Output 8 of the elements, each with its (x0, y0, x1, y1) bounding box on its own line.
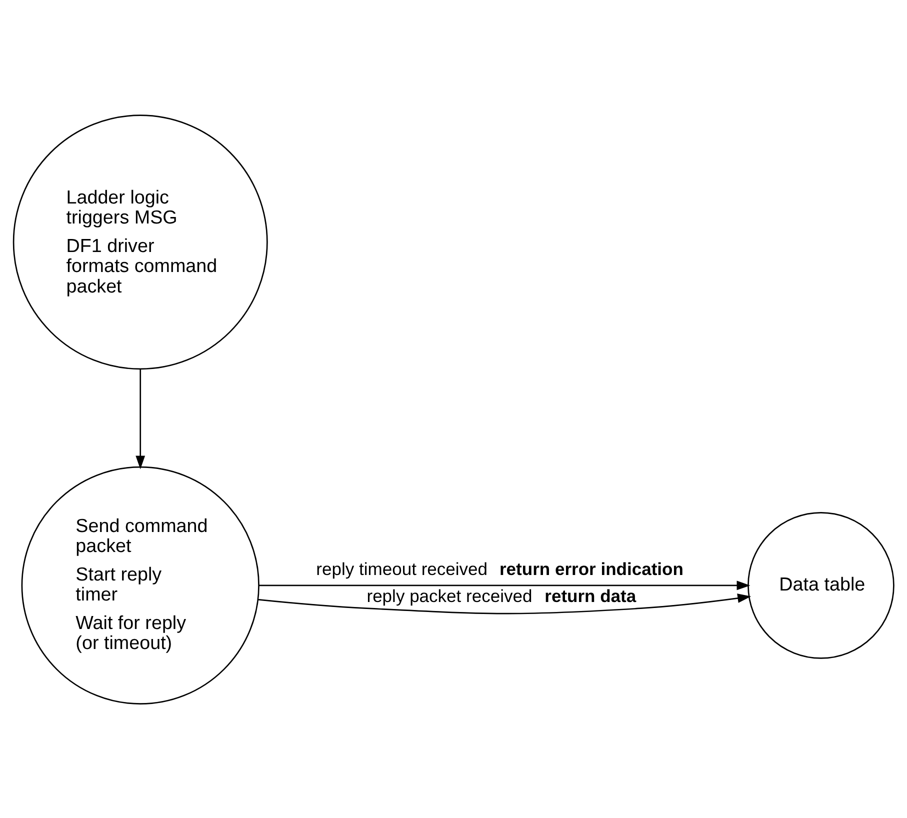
node-circle: Data table (748, 512, 894, 658)
edge-label: reply packet received return data (366, 586, 636, 606)
edge-label: reply timeout received return error indication (316, 558, 684, 579)
node-circle: Send command packet Start reply timer Wait for reply (or timeout) (21, 466, 260, 704)
arrow (258, 580, 750, 590)
arrow (258, 593, 752, 614)
node-circle: Ladder logic triggers MSG DF1 driver formats command packet (12, 114, 268, 370)
arrow (136, 368, 146, 469)
